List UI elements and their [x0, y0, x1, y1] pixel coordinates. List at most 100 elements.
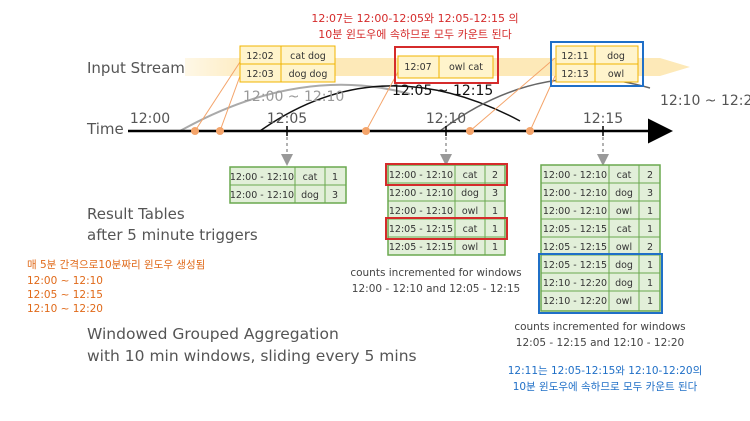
highlight-row-red [385, 163, 508, 186]
result-word: dog [615, 278, 633, 289]
event-time: 12:13 [561, 69, 588, 80]
highlight-box-red [394, 46, 499, 84]
result-word: dog [461, 188, 479, 199]
result-count: 1 [492, 242, 498, 253]
result-window: 12:10 - 12:20 [543, 296, 607, 307]
result-count: 1 [647, 260, 653, 271]
event-words: owl cat [449, 62, 483, 73]
result-window: 12:05 - 12:15 [543, 260, 607, 271]
window-arc-1205 [259, 85, 521, 132]
top-note-line1: 12:07는 12:00-12:05와 12:05-12:15 의 [311, 12, 518, 25]
event-time: 12:02 [246, 51, 273, 62]
right-caption-line2: 12:05 - 12:15 and 12:10 - 12:20 [516, 337, 684, 349]
result-table-1205: 12:00 - 12:10 cat 1 12:00 - 12:10 dog 3 [229, 166, 347, 204]
result-table-1215: 12:00 - 12:10 cat 2 12:00 - 12:10 dog 3 … [538, 164, 663, 314]
result-count: 3 [647, 188, 653, 199]
result-word: dog [615, 260, 633, 271]
result-word: cat [617, 224, 632, 235]
windowed-title-2: with 10 min windows, sliding every 5 min… [87, 347, 417, 365]
result-count: 1 [647, 206, 653, 217]
event-dot [216, 127, 224, 135]
event-connector [219, 75, 241, 132]
tick-1210: 12:10 [426, 111, 466, 127]
result-window: 12:00 - 12:10 [389, 206, 453, 217]
left-note-line4: 12:10 ~ 12:20 [27, 303, 103, 315]
event-connector [194, 61, 241, 132]
tick-1205: 12:05 [267, 111, 307, 127]
input-stream-label: Input Stream [87, 59, 185, 77]
result-window: 12:05 - 12:15 [389, 224, 453, 235]
result-tables-title-2: after 5 minute triggers [87, 226, 258, 244]
event-words: dog [607, 51, 625, 62]
result-count: 2 [492, 170, 498, 181]
window-label-1205: 12:05 ~ 12:15 [392, 83, 493, 99]
event-connector [365, 71, 399, 132]
highlight-row-red [385, 217, 508, 240]
result-word: owl [616, 296, 632, 307]
result-word: cat [463, 170, 478, 181]
result-word: cat [463, 224, 478, 235]
window-label-1210: 12:10 ~ 12:20 [660, 93, 750, 109]
right-caption-line1: counts incremented for windows [514, 321, 685, 333]
result-window: 12:05 - 12:15 [543, 242, 607, 253]
mid-caption-line1: counts incremented for windows [350, 267, 521, 279]
event-connector [469, 57, 556, 132]
result-window: 12:10 - 12:20 [543, 278, 607, 289]
result-window: 12:00 - 12:10 [230, 172, 294, 183]
result-word: dog [615, 188, 633, 199]
result-count: 2 [647, 170, 653, 181]
time-label: Time [86, 120, 124, 138]
event-time: 12:03 [246, 69, 273, 80]
result-word: owl [616, 242, 632, 253]
highlight-rows-blue [538, 253, 663, 314]
result-count: 1 [647, 224, 653, 235]
input-table-3: 12:11 dog 12:13 owl [550, 41, 644, 87]
result-window: 12:00 - 12:10 [230, 190, 294, 201]
event-words: owl [608, 69, 624, 80]
result-window: 12:00 - 12:10 [543, 188, 607, 199]
event-words: dog dog [289, 69, 328, 80]
result-count: 1 [647, 278, 653, 289]
input-table-1: 12:02 cat dog 12:03 dog dog [239, 45, 336, 83]
left-note-line2: 12:00 ~ 12:10 [27, 275, 103, 287]
result-word: cat [617, 170, 632, 181]
result-word: owl [462, 242, 478, 253]
result-count: 3 [332, 190, 338, 201]
result-tables-title-1: Result Tables [87, 205, 185, 223]
result-word: cat [303, 172, 318, 183]
result-count: 1 [492, 224, 498, 235]
window-arc-1200 [179, 83, 411, 132]
result-count: 2 [647, 242, 653, 253]
result-window: 12:00 - 12:10 [543, 206, 607, 217]
left-note-line3: 12:05 ~ 12:15 [27, 289, 103, 301]
result-window: 12:05 - 12:15 [543, 224, 607, 235]
result-count: 1 [332, 172, 338, 183]
window-label-1200: 12:00 ~ 12:10 [243, 89, 344, 105]
result-word: dog [301, 190, 319, 201]
event-dot [191, 127, 199, 135]
result-window: 12:00 - 12:10 [543, 170, 607, 181]
result-window: 12:00 - 12:10 [389, 188, 453, 199]
top-note-line2: 10분 윈도우에 속하므로 모두 카운트 된다 [318, 27, 511, 41]
event-dot [362, 127, 370, 135]
bottom-note-line2: 10분 윈도우에 속하므로 모두 카운트 된다 [513, 380, 698, 393]
result-table-1210: 12:00 - 12:10 cat 2 12:00 - 12:10 dog 3 … [385, 163, 508, 256]
result-count: 1 [492, 206, 498, 217]
event-words: cat dog [290, 51, 326, 62]
result-count: 1 [647, 296, 653, 307]
result-word: owl [462, 206, 478, 217]
event-time: 12:07 [404, 62, 431, 73]
result-word: owl [616, 206, 632, 217]
tick-1200: 12:00 [130, 111, 170, 127]
left-note-line1: 매 5분 간격으로10분짜리 윈도우 생성됨 [27, 258, 205, 271]
result-window: 12:05 - 12:15 [389, 242, 453, 253]
result-window: 12:00 - 12:10 [389, 170, 453, 181]
highlight-box-blue [550, 41, 644, 87]
event-dot [466, 127, 474, 135]
input-table-2: 12:07 owl cat [394, 46, 499, 84]
bottom-note-line1: 12:11는 12:05-12:15와 12:10-12:20의 [508, 365, 703, 377]
mid-caption-line2: 12:00 - 12:10 and 12:05 - 12:15 [352, 283, 520, 295]
event-dot [526, 127, 534, 135]
windowed-title-1: Windowed Grouped Aggregation [87, 325, 339, 343]
